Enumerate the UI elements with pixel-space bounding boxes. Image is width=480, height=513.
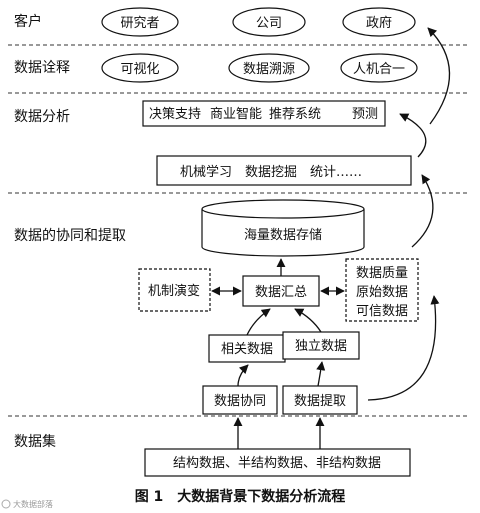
storage-cylinder-body bbox=[201, 209, 365, 257]
arrow bbox=[237, 364, 249, 387]
customer-researcher: 研究者 bbox=[120, 16, 159, 31]
section-separators bbox=[8, 44, 470, 417]
mechanism-box bbox=[138, 268, 211, 312]
aggregation-box bbox=[242, 275, 320, 307]
watermark-text: 大数据部落 bbox=[13, 499, 53, 509]
customer-company: 公司 bbox=[256, 16, 282, 31]
layer-label-collab-extract: 数据的协同和提取 bbox=[14, 228, 126, 244]
customer-ellipse-company bbox=[232, 7, 306, 37]
data-collaboration-label: 数据协同 bbox=[214, 394, 266, 409]
interpretation-nodes bbox=[101, 53, 418, 83]
data-extraction-label: 数据提取 bbox=[294, 393, 346, 409]
analysis-apps-box bbox=[142, 100, 386, 127]
quality-line-1: 数据质量 bbox=[356, 266, 408, 281]
interpretation-ellipse-provenance bbox=[228, 53, 310, 83]
analysis-app-business-intelligence: 商业智能 bbox=[210, 107, 262, 122]
related-data-box bbox=[208, 334, 286, 363]
layer-label-analysis: 数据分析 bbox=[14, 109, 70, 125]
figure-caption: 图 1 大数据背景下数据分析流程 bbox=[135, 488, 346, 505]
analysis-methods-box bbox=[156, 155, 412, 186]
quality-line-3: 可信数据 bbox=[356, 304, 408, 319]
storage-label: 海量数据存储 bbox=[244, 228, 322, 243]
independent-data-box bbox=[282, 331, 360, 360]
analysis-methods: 机械学习 数据挖掘 统计…… bbox=[180, 164, 362, 180]
storage-cylinder bbox=[201, 199, 365, 257]
aggregation-label: 数据汇总 bbox=[255, 285, 307, 300]
related-data-label: 相关数据 bbox=[221, 342, 273, 357]
storage-cylinder-top bbox=[201, 199, 365, 219]
watermark-logo-icon bbox=[1, 499, 11, 509]
interpretation-provenance: 数据溯源 bbox=[243, 61, 295, 77]
quality-line-2: 原始数据 bbox=[356, 285, 408, 300]
arrow bbox=[294, 308, 322, 333]
customer-ellipse-researcher bbox=[101, 7, 179, 37]
arrow bbox=[411, 174, 434, 248]
arrow bbox=[316, 361, 326, 387]
interpretation-visualization: 可视化 bbox=[120, 62, 159, 77]
data-collaboration-box bbox=[202, 385, 278, 415]
quality-box bbox=[345, 258, 419, 322]
customer-ellipse-government bbox=[342, 7, 416, 37]
interpretation-ellipse-human-machine bbox=[340, 53, 418, 83]
analysis-app-prediction: 预测 bbox=[352, 107, 378, 122]
arrow bbox=[399, 113, 427, 158]
watermark: 大数据部落 bbox=[1, 499, 53, 509]
customer-government: 政府 bbox=[366, 16, 392, 31]
analysis-app-recommendation: 推荐系统 bbox=[269, 107, 321, 122]
customer-nodes bbox=[101, 7, 416, 37]
independent-data-label: 独立数据 bbox=[295, 339, 347, 354]
arrow bbox=[427, 27, 451, 125]
interpretation-human-machine: 人机合一 bbox=[353, 62, 405, 77]
dataset-types: 结构数据、半结构数据、非结构数据 bbox=[173, 456, 381, 471]
layer-label-interpretation: 数据诠释 bbox=[14, 60, 70, 76]
dataset-box bbox=[144, 448, 411, 477]
layer-label-dataset: 数据集 bbox=[14, 433, 56, 450]
analysis-app-decision-support: 决策支持 bbox=[149, 106, 201, 122]
arrow bbox=[367, 295, 440, 401]
data-extraction-box bbox=[282, 385, 358, 415]
arrow bbox=[246, 308, 271, 336]
layer-label-customer: 客户 bbox=[14, 13, 42, 30]
interpretation-ellipse-visualization bbox=[101, 53, 179, 83]
mechanism-label: 机制演变 bbox=[148, 283, 200, 299]
flow-arrows bbox=[211, 27, 451, 449]
